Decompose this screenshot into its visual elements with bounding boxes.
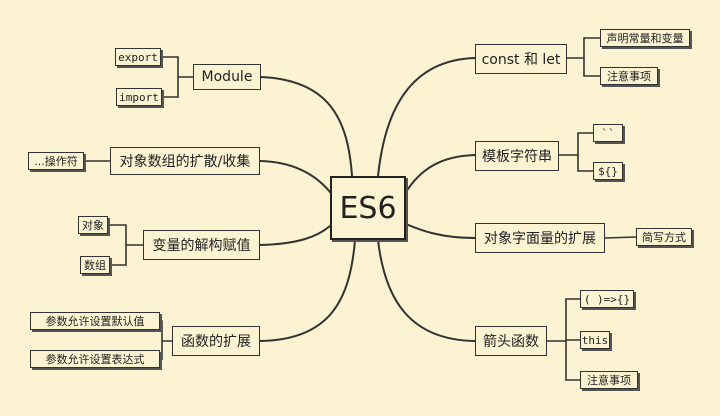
leaf-object: 对象 <box>78 216 108 234</box>
link-template-string <box>405 154 476 193</box>
leaf-notes-const-let: 注意事项 <box>600 67 658 85</box>
branch-module: Module <box>193 64 261 90</box>
bracket-object-literal <box>604 236 637 239</box>
leaf-array: 数组 <box>80 256 110 274</box>
link-destructuring <box>259 225 331 246</box>
branch-arrow-function-label: 箭头函数 <box>483 334 539 350</box>
link-module <box>260 76 353 177</box>
branch-object-literal: 对象字面量的扩展 <box>475 223 605 253</box>
link-object-literal <box>405 223 476 239</box>
leaf-interpolation: ${} <box>593 162 623 180</box>
link-array-spread <box>259 160 331 193</box>
link-function <box>259 239 356 342</box>
branch-destructuring: 变量的解构赋值 <box>143 230 260 260</box>
branch-function-label: 函数的扩展 <box>181 334 251 350</box>
branch-arrow-function: 箭头函数 <box>475 326 547 356</box>
branch-const-let-label: const 和 let <box>481 52 561 68</box>
branch-array-spread-label: 对象数组的扩散/收集 <box>119 154 251 170</box>
branch-function: 函数的扩展 <box>172 326 260 356</box>
branch-destructuring-label: 变量的解构赋值 <box>152 238 251 254</box>
branch-const-let: const 和 let <box>475 44 567 74</box>
leaf-default-param: 参数允许设置默认值 <box>30 312 160 330</box>
leaf-expression-param: 参数允许设置表达式 <box>30 350 160 368</box>
center-node: ES6 <box>330 176 406 240</box>
link-const-let <box>377 57 476 177</box>
center-label: ES6 <box>339 190 397 226</box>
branch-template-string-label: 模板字符串 <box>482 149 552 165</box>
leaf-declare-vars: 声明常量和变量 <box>600 29 690 47</box>
leaf-shorthand: 简写方式 <box>636 228 692 246</box>
link-arrow-function <box>377 239 476 342</box>
branch-array-spread: 对象数组的扩散/收集 <box>110 147 260 175</box>
leaf-notes-arrow: 注意事项 <box>580 371 638 389</box>
branch-module-label: Module <box>201 69 253 85</box>
leaf-this: this <box>580 331 610 349</box>
leaf-arrow-syntax: ( )=>{} <box>580 290 634 308</box>
leaf-spread-operator: ...操作符 <box>28 152 84 170</box>
leaf-export: export <box>115 48 161 66</box>
leaf-import: import <box>116 88 162 106</box>
leaf-backticks: `` <box>593 124 623 142</box>
branch-template-string: 模板字符串 <box>475 141 559 171</box>
branch-object-literal-label: 对象字面量的扩展 <box>484 231 596 247</box>
